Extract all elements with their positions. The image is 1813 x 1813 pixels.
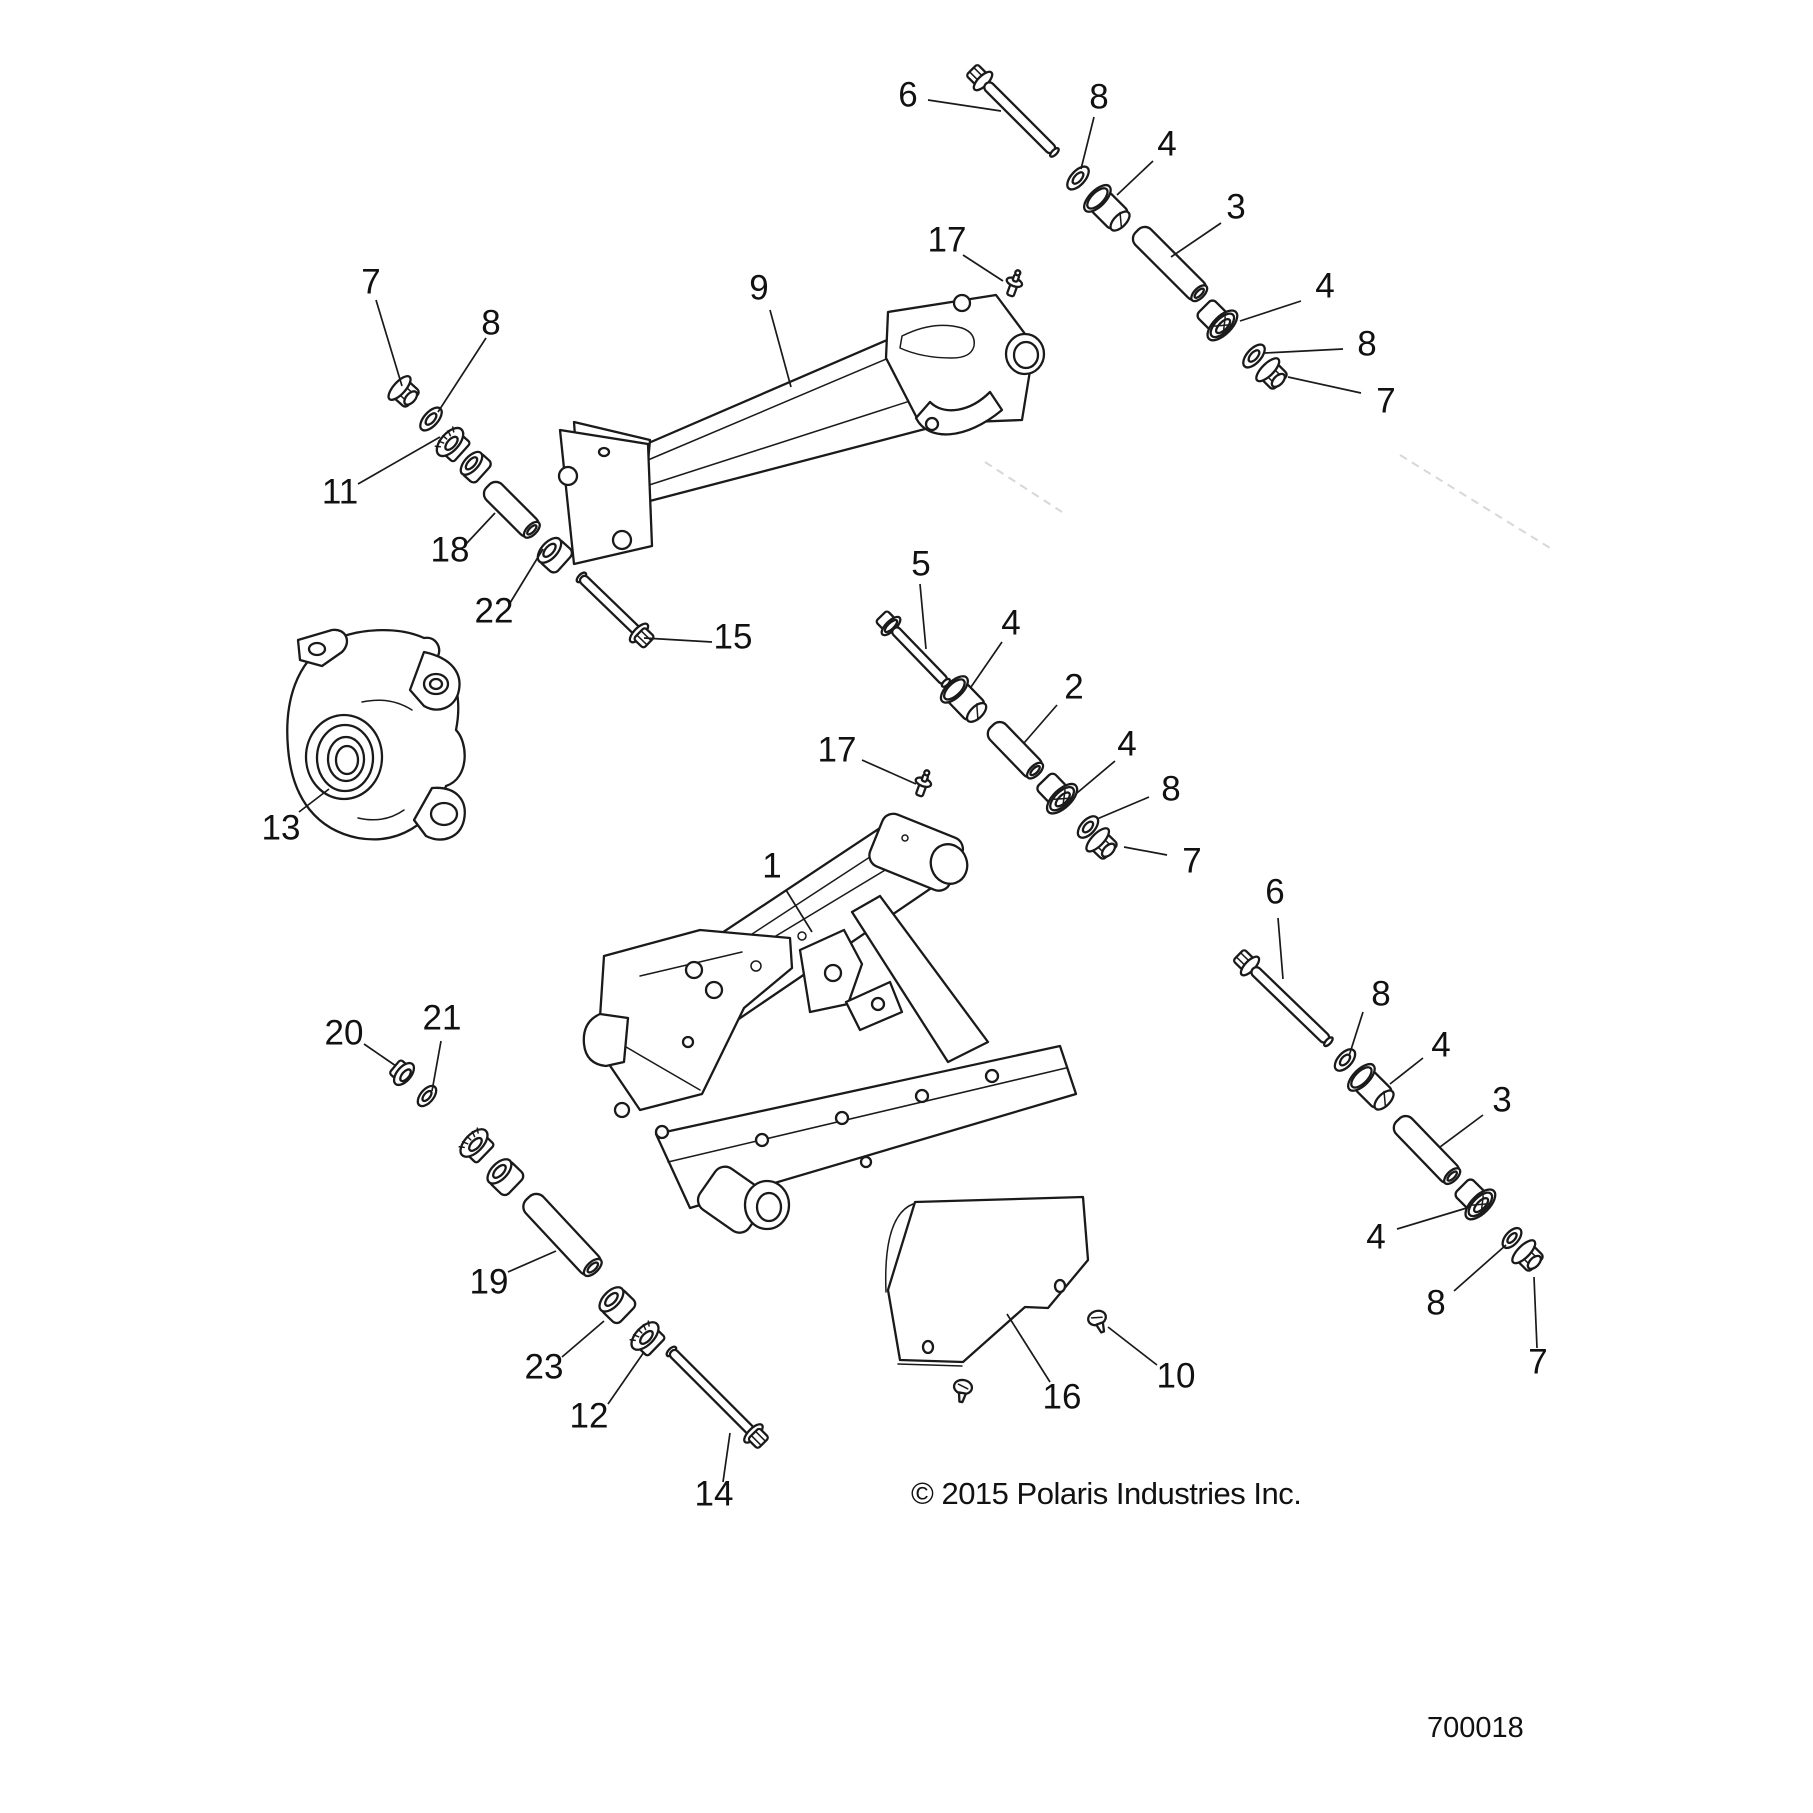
callout-4-top-a: 4 — [1157, 124, 1177, 164]
part-spacer-tube-3-top — [1131, 225, 1209, 303]
part-bushing-4-bottom-upper — [1346, 1062, 1395, 1111]
part-washer-8-top — [1066, 165, 1090, 191]
callout-3-top: 3 — [1226, 187, 1246, 227]
grease-fitting-17-icon-top — [1005, 269, 1024, 298]
part-screw-10-right — [1087, 1309, 1107, 1334]
callout-20: 20 — [324, 1013, 364, 1053]
callout-21: 21 — [422, 998, 462, 1038]
part-bolt-15 — [575, 571, 655, 649]
callout-6-bottom: 6 — [1265, 872, 1285, 912]
part-washer-8-top-right — [1242, 343, 1266, 369]
callout-8-top: 8 — [1089, 77, 1109, 117]
part-nut-7-upper-left — [387, 374, 420, 408]
callout-17-top: 17 — [927, 220, 967, 260]
callout-6-top: 6 — [898, 75, 918, 115]
callout-7-mid: 7 — [1182, 841, 1202, 881]
callout-1: 1 — [762, 846, 782, 886]
callout-19: 19 — [469, 1262, 509, 1302]
part-bearing-carrier-13 — [286, 628, 466, 841]
part-washer-21 — [416, 1084, 438, 1108]
callout-15: 15 — [713, 617, 753, 657]
leader-lines — [298, 99, 1538, 1483]
part-bushing-22 — [536, 536, 574, 574]
part-spacer-tube-19 — [522, 1192, 603, 1278]
part-ribbed-bushing-11 — [434, 426, 471, 463]
callout-8-left: 8 — [481, 303, 501, 343]
part-nut-7-mid — [1085, 827, 1118, 860]
part-washer-8-bottom-upper — [1333, 1048, 1357, 1072]
part-screw-20 — [389, 1059, 416, 1087]
copyright-text: © 2015 Polaris Industries Inc. — [911, 1476, 1302, 1511]
part-bolt-14 — [665, 1345, 769, 1449]
callout-8-br-b: 8 — [1426, 1283, 1446, 1323]
diagram-number: 700018 — [1427, 1712, 1524, 1744]
part-nut-bottom-left — [458, 1127, 495, 1164]
part-bushing-23-upper — [486, 1158, 525, 1197]
part-upper-control-arm-9 — [557, 293, 1046, 566]
part-bushing-4-top-left — [1082, 183, 1131, 232]
callout-23: 23 — [524, 1347, 564, 1387]
callout-9: 9 — [749, 268, 769, 308]
callout-8-br-a: 8 — [1371, 974, 1391, 1014]
part-screw-10-left — [952, 1378, 974, 1404]
callout-10: 10 — [1156, 1356, 1196, 1396]
callout-17-mid: 17 — [817, 730, 857, 770]
part-washer-8-mid — [1076, 815, 1100, 839]
part-washer-8-bottom-lower — [1501, 1226, 1523, 1250]
part-spacer-tube-2 — [986, 720, 1045, 780]
callout-7-top: 7 — [1376, 381, 1396, 421]
part-bolt-6-top — [966, 64, 1060, 158]
callout-4-mid-a: 4 — [1001, 603, 1021, 643]
callout-13: 13 — [261, 808, 301, 848]
part-bushing-4-mid-upper — [939, 675, 988, 723]
part-spacer-tube-18 — [482, 480, 541, 539]
callout-5: 5 — [911, 544, 931, 584]
callout-16: 16 — [1042, 1377, 1082, 1417]
part-bushing-23 — [598, 1286, 637, 1325]
callout-3-br: 3 — [1492, 1080, 1512, 1120]
callout-18: 18 — [430, 530, 470, 570]
part-bushing-4-mid-lower — [1036, 772, 1079, 815]
callout-4-br-a: 4 — [1431, 1025, 1451, 1065]
callout-4-top-b: 4 — [1315, 266, 1335, 306]
callout-7-left: 7 — [361, 262, 381, 302]
callout-4-mid-b: 4 — [1117, 724, 1137, 764]
callout-8-top-b: 8 — [1357, 324, 1377, 364]
part-bolt-5 — [875, 610, 952, 688]
grease-fitting-17-icon-mid — [914, 769, 933, 798]
part-bolt-6-bottom — [1233, 949, 1334, 1048]
callout-11: 11 — [321, 472, 359, 512]
part-spacer-tube-3-bottom — [1392, 1114, 1462, 1186]
part-guard-plate-16 — [884, 1195, 1090, 1367]
callout-8-mid: 8 — [1161, 769, 1181, 809]
part-bushing-ring-upper-left — [459, 450, 492, 484]
callout-7-br: 7 — [1528, 1342, 1548, 1382]
part-nut-12 — [629, 1320, 666, 1357]
callout-2: 2 — [1064, 667, 1084, 707]
part-bushing-4-bottom-lower — [1454, 1178, 1497, 1221]
callout-22: 22 — [474, 591, 514, 631]
part-nut-7-top-right — [1255, 357, 1288, 390]
part-bushing-4-top-right — [1196, 299, 1239, 342]
callout-14: 14 — [694, 1474, 734, 1514]
part-lower-control-arm-1 — [582, 812, 1078, 1234]
callout-4-br-b: 4 — [1366, 1217, 1386, 1257]
part-nut-7-bottom — [1511, 1239, 1544, 1272]
assembly-axis-lines — [984, 454, 1551, 549]
callout-12: 12 — [569, 1396, 609, 1436]
